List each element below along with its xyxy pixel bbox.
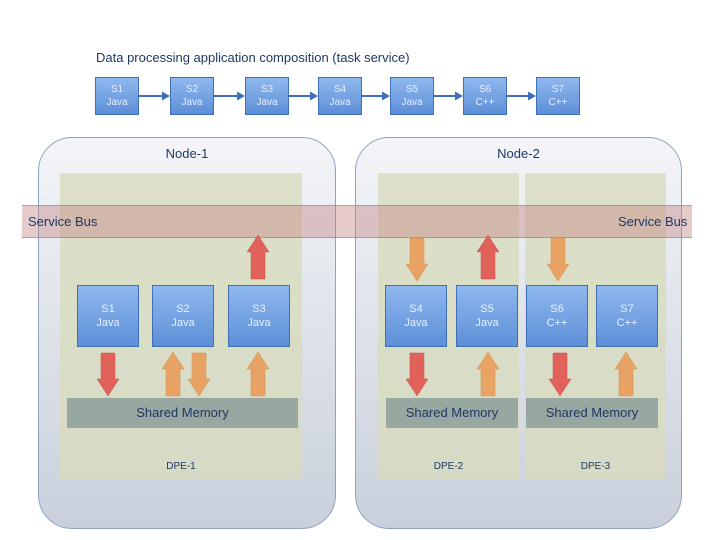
chain-service-lang: Java	[106, 97, 128, 108]
chain-service-s2: S2 Java	[170, 77, 214, 115]
service-bus	[22, 205, 692, 238]
service-s5: S5 Java	[456, 285, 518, 347]
service-lang: Java	[171, 317, 195, 329]
chain-service-name: S3	[260, 84, 274, 95]
chain-service-lang: C++	[548, 97, 568, 108]
chain-service-lang: C++	[475, 97, 495, 108]
arrow-s2-down-memory	[187, 352, 211, 397]
service-lang: Java	[475, 317, 499, 329]
dpe-1-label: DPE-1	[166, 461, 196, 472]
chain-service-lang: Java	[181, 97, 203, 108]
service-lang: Java	[404, 317, 428, 329]
chain-service-s1: S1 Java	[95, 77, 139, 115]
arrow-memory-up-s5	[476, 351, 500, 397]
shared-memory-dpe-1: Shared Memory	[67, 398, 298, 428]
service-bus-label-left: Service Bus	[28, 214, 98, 229]
chain-service-name: S2	[185, 84, 199, 95]
chain-service-lang: Java	[329, 97, 351, 108]
dpe-2-label: DPE-2	[433, 461, 464, 472]
arrow-s6-down-memory	[548, 352, 572, 397]
service-s6: S6 C++	[526, 285, 588, 347]
chain-service-name: S1	[110, 84, 124, 95]
chain-service-lang: Java	[401, 97, 423, 108]
chain-service-name: S5	[405, 84, 419, 95]
chain-arrow-s6-s7	[507, 91, 536, 101]
service-name: S1	[101, 303, 115, 315]
arrow-s4-down-memory	[405, 352, 429, 397]
chain-service-s5: S5 Java	[390, 77, 434, 115]
shared-memory-dpe-2: Shared Memory	[386, 398, 518, 428]
service-lang: C++	[616, 317, 638, 329]
service-name: S3	[252, 303, 266, 315]
service-lang: Java	[247, 317, 271, 329]
service-name: S5	[480, 303, 494, 315]
service-s2: S2 Java	[152, 285, 214, 347]
chain-service-name: S4	[333, 84, 347, 95]
service-name: S7	[620, 303, 634, 315]
arrow-s5-up-bus	[476, 234, 500, 280]
chain-arrow-s2-s3	[214, 91, 245, 101]
chain-service-s4: S4 Java	[318, 77, 362, 115]
chain-service-name: S6	[478, 84, 492, 95]
service-s1: S1 Java	[77, 285, 139, 347]
service-name: S2	[176, 303, 190, 315]
chain-arrows	[139, 91, 536, 101]
arrow-bus-down-s4	[405, 237, 429, 282]
arrow-memory-up-s3	[246, 351, 270, 397]
diagram-title: Data processing application composition …	[96, 50, 410, 65]
chain-arrow-s4-s5	[362, 91, 390, 101]
service-name: S4	[409, 303, 423, 315]
node-2-label: Node-2	[497, 146, 540, 161]
chain-service-s3: S3 Java	[245, 77, 289, 115]
service-bus-label-right: Service Bus	[618, 214, 688, 229]
service-s4: S4 Java	[385, 285, 447, 347]
chain-service-lang: Java	[256, 97, 278, 108]
chain-service-s7: S7 C++	[536, 77, 580, 115]
dpe-3-label: DPE-3	[580, 461, 611, 472]
service-s3: S3 Java	[228, 285, 290, 347]
service-name: S6	[550, 303, 564, 315]
service-s7: S7 C++	[596, 285, 658, 347]
chain-arrow-s1-s2	[139, 91, 170, 101]
arrow-memory-up-s7	[614, 351, 638, 397]
arrow-memory-up-s2-a	[161, 351, 185, 397]
chain-arrow-s5-s6	[434, 91, 463, 101]
shared-memory-dpe-3: Shared Memory	[526, 398, 658, 428]
arrow-s1-down-memory	[96, 352, 120, 397]
service-lang: C++	[546, 317, 568, 329]
chain-service-name: S7	[551, 84, 565, 95]
arrow-s3-up-bus	[246, 234, 270, 280]
arrow-bus-down-s6	[546, 237, 570, 282]
chain-arrow-s3-s4	[289, 91, 318, 101]
node-1-label: Node-1	[165, 146, 209, 161]
service-lang: Java	[96, 317, 120, 329]
chain-service-s6: S6 C++	[463, 77, 507, 115]
